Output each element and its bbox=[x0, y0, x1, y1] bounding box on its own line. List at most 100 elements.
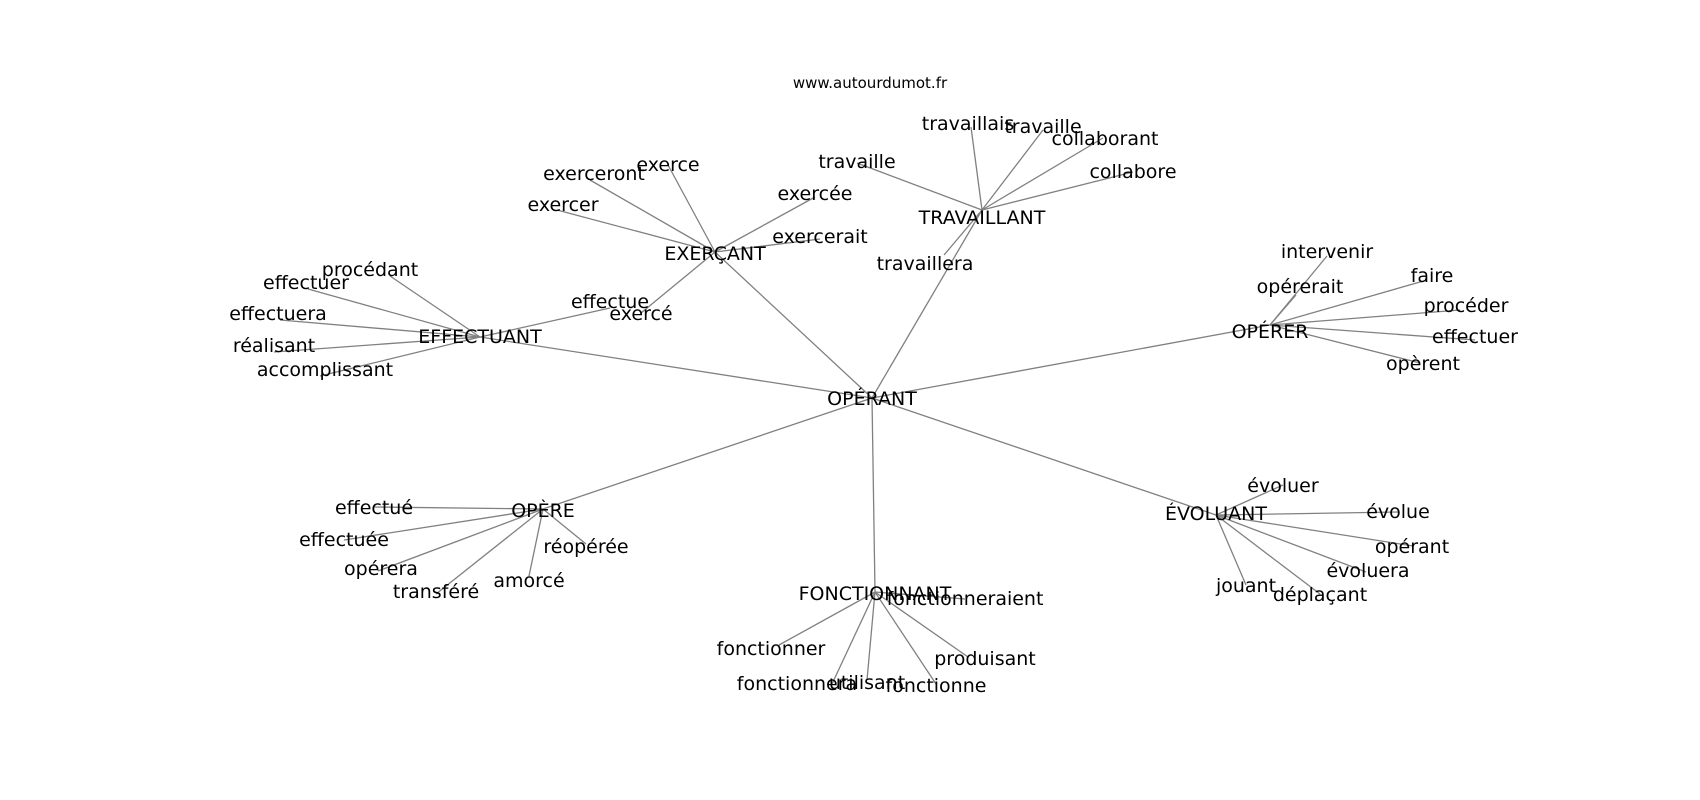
leaf-node-exercant-0: exerceront bbox=[543, 163, 645, 185]
leaf-node-effectuant-2: effectuera bbox=[229, 303, 327, 325]
edge-fonctionnant-leaf-4 bbox=[874, 591, 969, 658]
leaf-node-fonctionnant-5: fonctionne bbox=[886, 675, 987, 697]
leaf-node-travaillant-1: travaillais bbox=[922, 113, 1014, 135]
edge-travaillant-leaf-4 bbox=[981, 171, 1134, 211]
edge-travaillant-leaf-0 bbox=[856, 162, 983, 211]
edge-center-effectuant bbox=[479, 336, 873, 399]
edge-effectuant-leaf-4 bbox=[319, 336, 481, 377]
edge-operer-leaf-3 bbox=[1269, 309, 1461, 326]
leaf-node-evoluant-4: jouant bbox=[1215, 575, 1276, 597]
edge-exercant-leaf-5 bbox=[640, 251, 716, 314]
edge-fonctionnant-leaf-1 bbox=[778, 591, 876, 646]
labels-layer: www.autourdumot.fr OPÉRANT EFFECTUANT pro… bbox=[229, 74, 1518, 697]
edge-exercant-leaf-4 bbox=[714, 238, 821, 253]
leaf-node-fonctionnant-2: fonctionnera bbox=[737, 673, 857, 695]
leaf-node-effectuant-3: réalisant bbox=[233, 335, 315, 357]
edge-evoluant-leaf-5 bbox=[1215, 514, 1321, 595]
source-watermark: www.autourdumot.fr bbox=[793, 74, 948, 92]
edge-opere-leaf-1 bbox=[343, 508, 544, 541]
edge-center-exercant bbox=[714, 251, 873, 399]
leaf-node-travaillant-2: travaille bbox=[1004, 116, 1081, 138]
edge-evoluant-leaf-1 bbox=[1215, 511, 1399, 516]
edge-travaillant-leaf-5 bbox=[943, 209, 983, 256]
center-node: OPÉRANT bbox=[827, 387, 917, 410]
hub-node-opere: OPÈRE bbox=[511, 499, 575, 522]
leaf-node-opere-1: effectuée bbox=[299, 529, 389, 551]
leaf-node-exercant-2: exercer bbox=[527, 194, 598, 216]
edge-fonctionnant-leaf-3 bbox=[866, 591, 876, 681]
edge-fonctionnant-leaf-2 bbox=[831, 591, 876, 685]
leaf-node-exercant-1: exerce bbox=[636, 154, 699, 176]
edge-fonctionnant-leaf-0 bbox=[874, 591, 966, 600]
leaf-node-travaillant-4: collabore bbox=[1089, 161, 1176, 183]
hub-node-effectuant: EFFECTUANT bbox=[418, 326, 542, 348]
leaf-node-travaillant-0: travaille bbox=[818, 151, 895, 173]
edge-evoluant-leaf-0 bbox=[1215, 484, 1284, 516]
edge-operer-leaf-4 bbox=[1269, 324, 1476, 341]
leaf-node-operer-5: opèrent bbox=[1386, 353, 1460, 375]
leaf-node-fonctionnant-4: produisant bbox=[934, 648, 1036, 670]
edge-exercant-leaf-1 bbox=[667, 164, 716, 253]
leaf-node-fonctionnant-3: utilisant bbox=[829, 672, 905, 694]
leaf-node-fonctionnant-0: fonctionneraient bbox=[887, 588, 1044, 610]
leaf-node-opere-5: réopérée bbox=[543, 536, 628, 558]
edge-opere-leaf-4 bbox=[528, 508, 544, 577]
leaf-node-exercant-4: exercerait bbox=[772, 226, 867, 248]
leaf-node-travaillant-5: travaillera bbox=[877, 253, 974, 275]
hub-node-exercant: EXERÇANT bbox=[664, 243, 766, 265]
hub-node-fonctionnant: FONCTIONNANT bbox=[799, 583, 952, 605]
edge-opere-leaf-3 bbox=[435, 508, 544, 595]
edge-effectuant-leaf-0 bbox=[389, 275, 481, 338]
leaf-node-effectuant-5: effectue bbox=[571, 291, 649, 313]
edge-exercant-leaf-3 bbox=[714, 196, 816, 253]
leaf-node-operer-0: intervenir bbox=[1281, 241, 1374, 263]
edge-exercant-leaf-0 bbox=[589, 179, 716, 253]
edge-evoluant-leaf-2 bbox=[1215, 514, 1414, 547]
leaf-node-opere-3: transféré bbox=[393, 581, 479, 603]
edge-effectuant-leaf-2 bbox=[279, 319, 481, 338]
edge-center-operer bbox=[871, 324, 1271, 399]
leaf-node-evoluant-2: opérant bbox=[1375, 536, 1449, 558]
leaf-node-effectuant-1: effectuer bbox=[263, 272, 349, 294]
leaf-node-evoluant-0: évoluer bbox=[1247, 475, 1319, 497]
leaf-node-effectuant-0: procédant bbox=[322, 259, 418, 281]
edge-center-opere bbox=[542, 397, 873, 510]
edge-opere-leaf-2 bbox=[377, 508, 544, 572]
edge-evoluant-leaf-4 bbox=[1215, 514, 1247, 586]
edges-layer bbox=[273, 126, 1476, 685]
edge-center-travaillant bbox=[871, 209, 983, 399]
leaf-node-evoluant-5: déplaçant bbox=[1273, 584, 1367, 606]
edge-operer-leaf-2 bbox=[1269, 279, 1428, 326]
edge-operer-leaf-5 bbox=[1269, 324, 1421, 364]
edge-effectuant-leaf-3 bbox=[273, 336, 481, 353]
hub-node-evoluant: ÉVOLUANT bbox=[1165, 502, 1267, 525]
edge-travaillant-leaf-2 bbox=[981, 129, 1044, 211]
edge-center-fonctionnant bbox=[871, 397, 876, 593]
leaf-node-fonctionnant-1: fonctionner bbox=[717, 638, 826, 660]
edge-evoluant-leaf-3 bbox=[1215, 514, 1367, 573]
leaf-node-exercant-5: exercé bbox=[609, 303, 672, 325]
edge-center-evoluant bbox=[871, 397, 1217, 516]
leaf-node-exercant-3: exercée bbox=[778, 183, 853, 205]
edge-effectuant-leaf-1 bbox=[307, 288, 481, 338]
leaf-node-evoluant-3: évoluera bbox=[1326, 560, 1409, 582]
leaf-node-operer-2: faire bbox=[1411, 265, 1454, 287]
edge-exercant-leaf-2 bbox=[556, 209, 716, 253]
leaf-node-evoluant-1: évolue bbox=[1366, 501, 1430, 523]
edge-fonctionnant-leaf-5 bbox=[874, 591, 937, 685]
leaf-node-effectuant-4: accomplissant bbox=[257, 359, 393, 381]
leaf-node-travaillant-3: collaborant bbox=[1052, 128, 1159, 150]
leaf-node-operer-3: procéder bbox=[1424, 295, 1509, 317]
leaf-node-opere-4: amorcé bbox=[493, 570, 564, 592]
edge-travaillant-leaf-1 bbox=[970, 126, 983, 211]
edge-travaillant-leaf-3 bbox=[981, 137, 1104, 211]
leaf-node-operer-4: effectuer bbox=[1432, 326, 1518, 348]
hub-node-operer: OPÉRER bbox=[1232, 320, 1309, 343]
leaf-node-opere-2: opérera bbox=[344, 558, 418, 580]
edge-operer-leaf-1 bbox=[1269, 294, 1297, 326]
edge-opere-leaf-0 bbox=[373, 506, 544, 510]
hub-node-travaillant: TRAVAILLANT bbox=[918, 207, 1046, 229]
leaf-node-operer-1: opérerait bbox=[1257, 276, 1344, 298]
edge-effectuant-leaf-5 bbox=[479, 307, 611, 338]
